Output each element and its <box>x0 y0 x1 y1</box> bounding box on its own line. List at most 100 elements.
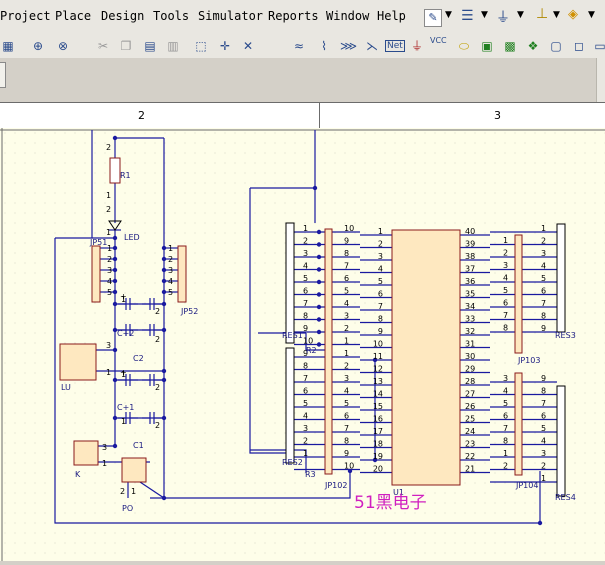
diamond-tool-icon[interactable]: ◈ <box>568 7 578 22</box>
menu-window[interactable]: Window <box>326 9 370 23</box>
align-icon[interactable]: ☰ <box>461 8 474 24</box>
document-tab[interactable] <box>0 62 6 88</box>
cross-icon[interactable]: ✕ <box>242 39 254 53</box>
jp102-top-pin-number: 6 <box>344 274 349 283</box>
chip-left-pin-number: 9 <box>378 327 383 336</box>
select-icon[interactable]: ⬚ <box>195 39 207 53</box>
part-icon[interactable]: ❖ <box>527 39 539 53</box>
chevron-down-icon[interactable]: ▼ <box>517 10 524 20</box>
menu-reports[interactable]: Reports <box>268 9 319 23</box>
cap-pin-number: 1 <box>121 370 126 379</box>
menu-place[interactable]: Place <box>55 9 92 23</box>
chevron-down-icon[interactable]: ▼ <box>481 10 488 20</box>
junction-dot <box>316 329 322 335</box>
jp102-top-pin-number: 10 <box>344 224 354 233</box>
label-res3: RES3 <box>555 331 576 340</box>
copy-icon[interactable]: ❐ <box>120 39 132 53</box>
move-icon[interactable]: ✛ <box>219 39 231 53</box>
res2-pin-number: 1 <box>303 449 308 458</box>
new-icon[interactable]: ▦ <box>2 39 14 53</box>
res4-pin-number: 8 <box>541 387 546 396</box>
res1-pin-number: 2 <box>303 237 308 246</box>
scroll-handle[interactable] <box>596 58 605 102</box>
r1-bottom-pin-number: 1 <box>106 191 111 200</box>
junction-dot <box>112 301 118 307</box>
junction-dot <box>161 267 167 273</box>
k-block <box>73 440 99 466</box>
junction-dot <box>161 278 167 284</box>
res1-pin-number: 6 <box>303 287 308 296</box>
menu-simulator[interactable]: Simulator <box>198 9 264 23</box>
cap-pin-number: 2 <box>155 383 160 392</box>
wire-icon[interactable]: ≈ <box>293 39 305 53</box>
bus-entry-icon[interactable]: ⋙ <box>340 39 358 53</box>
res1-pin-number: 8 <box>303 312 308 321</box>
net-flag-icon[interactable]: ⋋ <box>366 39 378 53</box>
res1-pin-number: 10 <box>303 337 313 346</box>
gnd-icon[interactable]: ⏚ <box>410 39 423 53</box>
chip-right-pin-number: 22 <box>465 452 475 461</box>
menu-bar: Project Place Design Tools Simulator Rep… <box>0 0 605 35</box>
bus-icon[interactable]: ⌇ <box>321 39 327 53</box>
chevron-down-icon[interactable]: ▼ <box>553 10 560 20</box>
chevron-down-icon[interactable]: ▼ <box>445 10 452 20</box>
chip-left-pin-number: 14 <box>373 390 383 399</box>
jp103-pin-number: 6 <box>503 299 508 308</box>
watermark-text: 51黑电子 <box>354 493 427 513</box>
label-led: LED <box>124 233 140 242</box>
net-label-text[interactable]: Net <box>385 40 405 52</box>
label-c2plus: C+2 <box>117 329 134 338</box>
sheet-entry-icon[interactable]: ▣ <box>481 39 493 53</box>
jp102-bottom-pin-number: 3 <box>344 374 349 383</box>
res3-pin-number: 2 <box>541 237 546 246</box>
r1-top-pin-number: 2 <box>106 143 111 152</box>
menu-help[interactable]: Help <box>377 9 406 23</box>
chip-left-pin-number: 13 <box>373 377 383 386</box>
text-frame-icon[interactable]: ▭ <box>594 39 605 53</box>
chip-left-pin-number: 1 <box>378 227 383 236</box>
box-icon[interactable]: ▢ <box>550 39 562 53</box>
res4-body <box>556 385 566 497</box>
chevron-down-icon[interactable]: ▼ <box>588 10 595 20</box>
draw-tool-icon[interactable]: ✎ <box>424 9 442 27</box>
component-tool-icon[interactable]: ⊥ <box>536 6 549 22</box>
menu-project[interactable]: Project <box>0 9 51 23</box>
jp102-top-pin-number: 9 <box>344 237 349 246</box>
jp52-pin-number: 3 <box>168 266 173 275</box>
cap-pin-number: 2 <box>155 307 160 316</box>
cut-icon[interactable]: ✂ <box>97 39 109 53</box>
res2-pin-number: 6 <box>303 387 308 396</box>
chip-right-pin-number: 33 <box>465 315 475 324</box>
junction-dot <box>316 279 322 285</box>
chip-right-pin-number: 30 <box>465 352 475 361</box>
ruler-col-3: 3 <box>494 109 501 122</box>
jp52-pin-number: 1 <box>168 244 173 253</box>
res2-common-wire <box>250 449 307 473</box>
jp102-bottom-pin-number: 5 <box>344 399 349 408</box>
zoom-icon[interactable]: ⊕ <box>32 39 44 53</box>
junction-dot <box>161 245 167 251</box>
chip-left-pin-number: 15 <box>373 402 383 411</box>
label-r1: R1 <box>120 171 131 180</box>
led-pin2-number: 2 <box>106 205 111 214</box>
sheet-icon[interactable]: ▩ <box>504 39 516 53</box>
led-pin1-number: 1 <box>106 228 111 237</box>
zoom-fit-icon[interactable]: ⊗ <box>57 39 69 53</box>
label-lu: LU <box>61 383 71 392</box>
jp102-top-pin-number: 8 <box>344 249 349 258</box>
junction-dot <box>316 254 322 260</box>
k-pin-number: 1 <box>102 459 107 468</box>
res4-pin-number: 4 <box>541 437 546 446</box>
res4-pin-number: 9 <box>541 374 546 383</box>
paste-icon[interactable]: ▤ <box>144 39 156 53</box>
vcc-text[interactable]: VCC <box>430 36 447 45</box>
res4-pin-number: 6 <box>541 412 546 421</box>
port-icon[interactable]: ⬭ <box>458 39 470 53</box>
jp103-pin-number: 3 <box>503 261 508 270</box>
menu-design[interactable]: Design <box>101 9 145 23</box>
ground-tool-icon[interactable]: ⏚ <box>496 10 510 26</box>
menu-tools[interactable]: Tools <box>153 9 190 23</box>
paste-special-icon[interactable]: ▥ <box>167 39 179 53</box>
ellipse-icon[interactable]: ◻ <box>574 39 584 53</box>
